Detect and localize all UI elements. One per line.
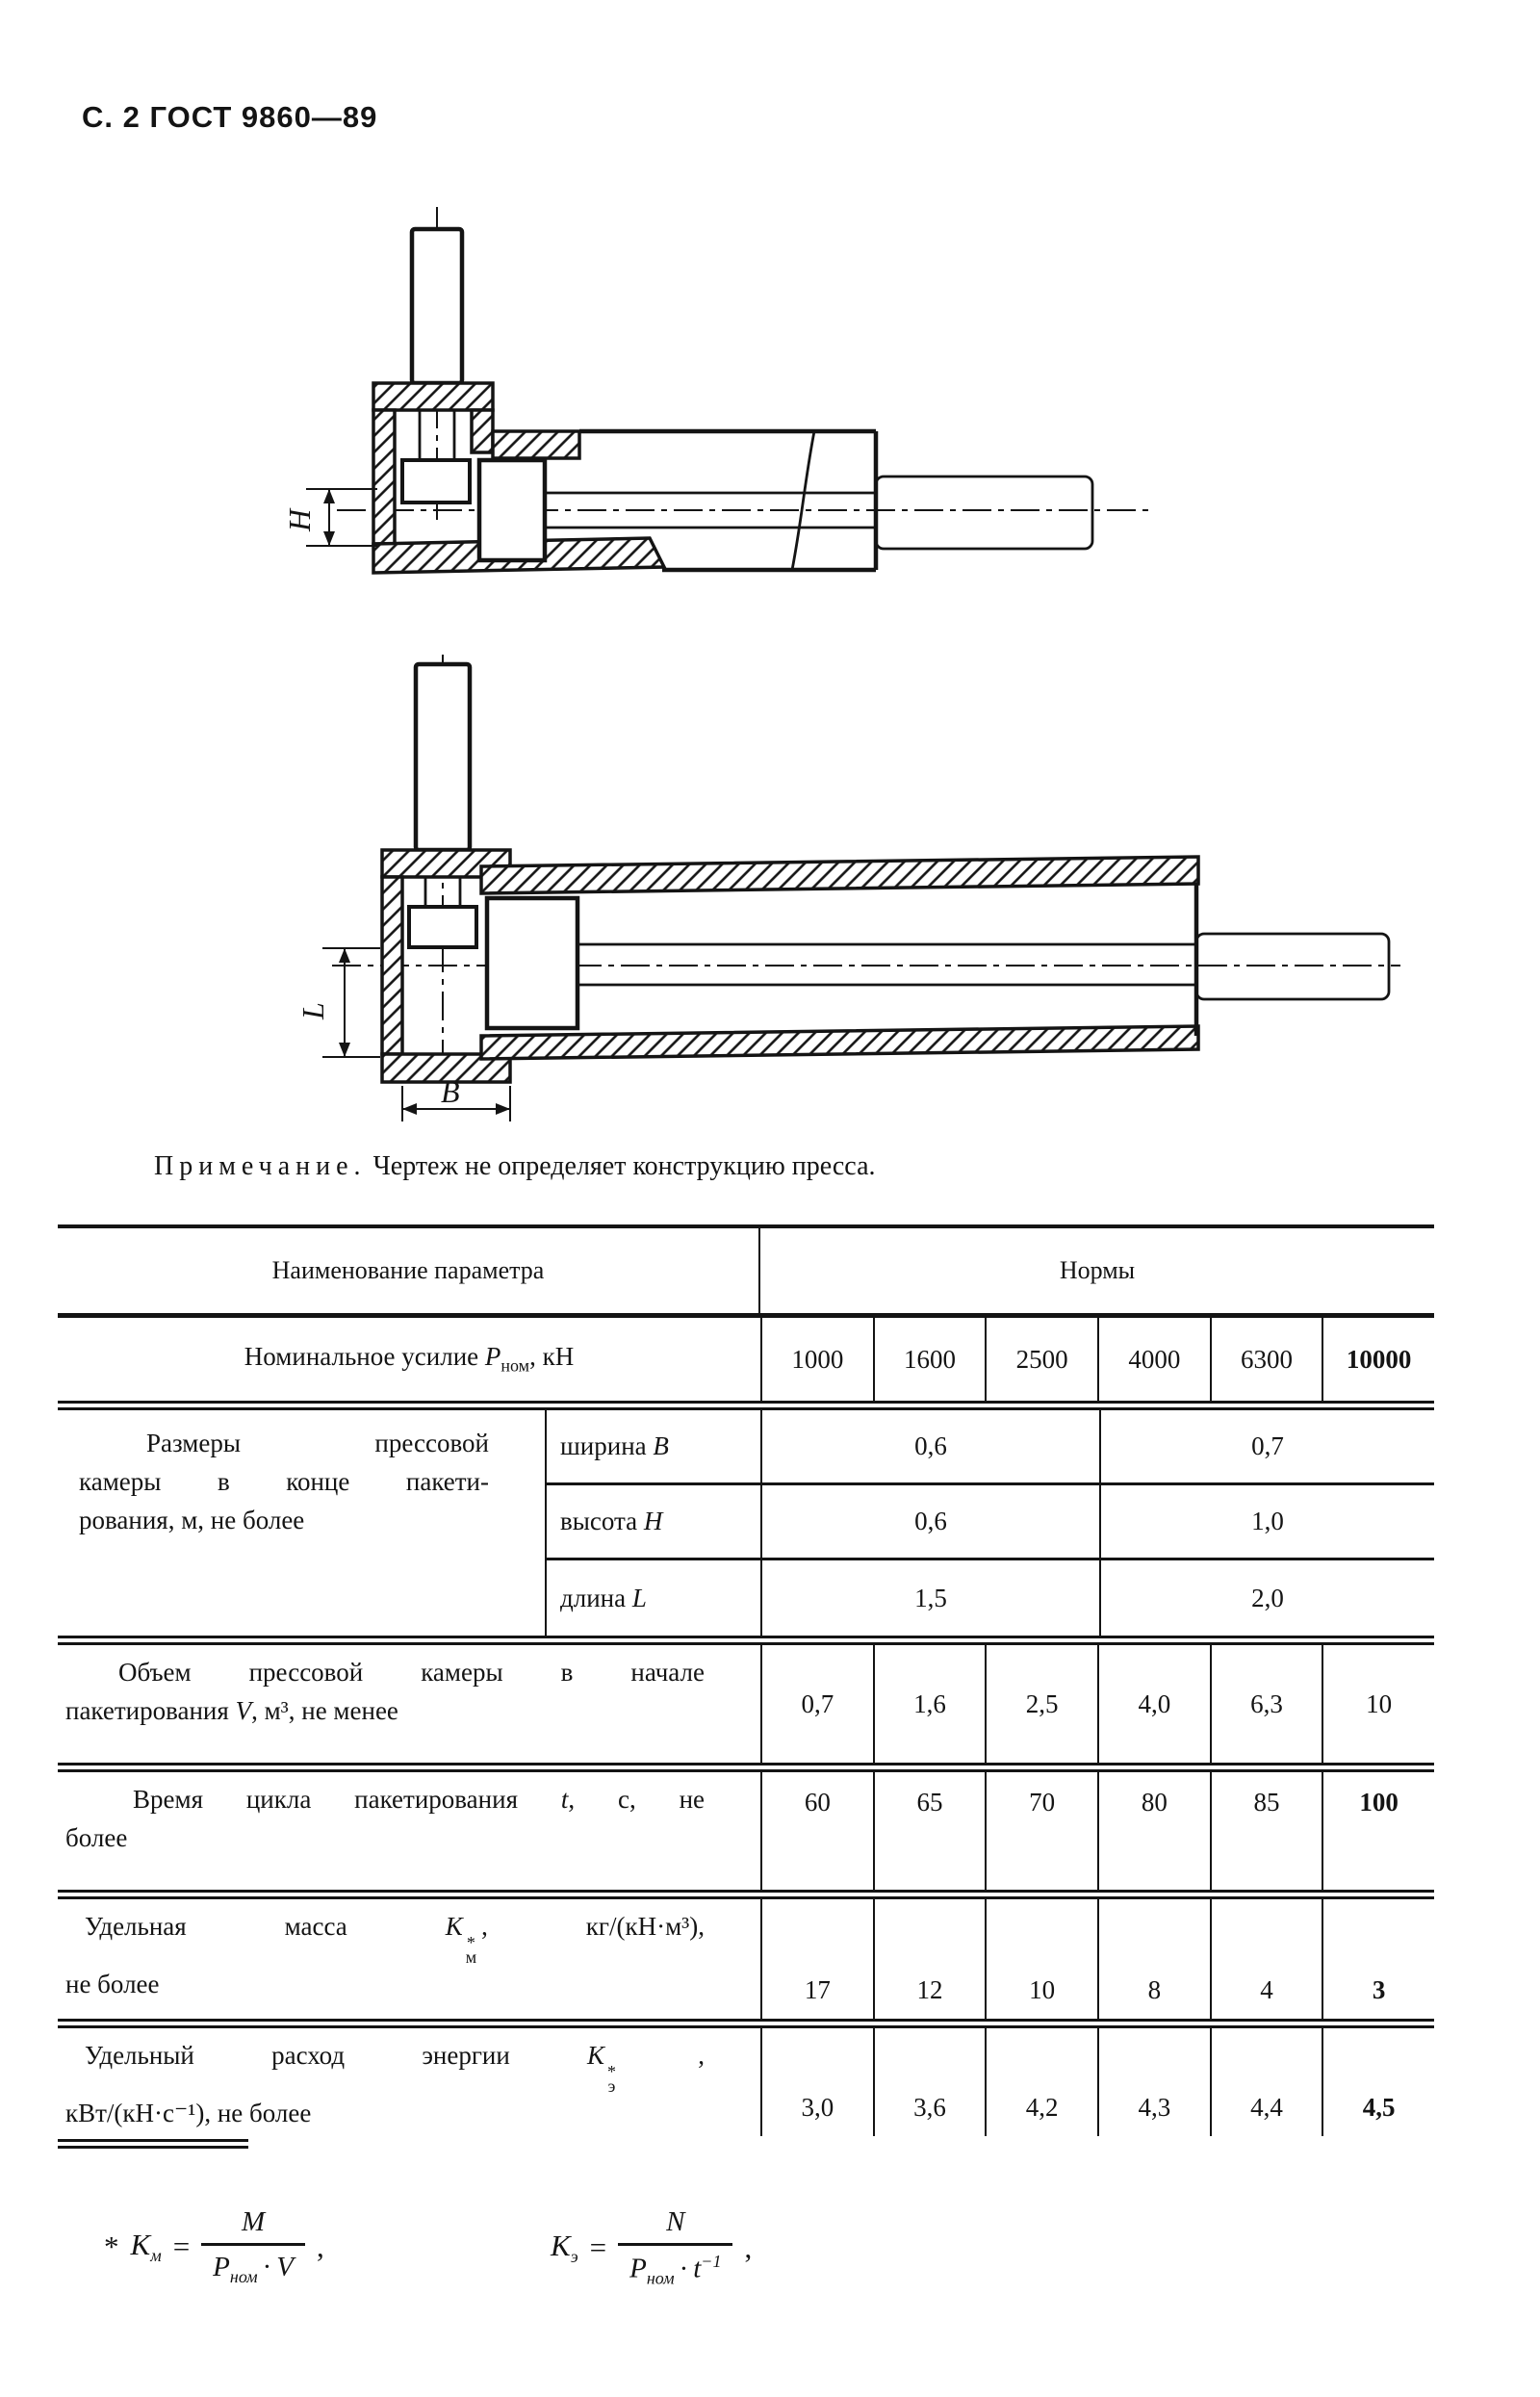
- value-cell: 2500: [985, 1318, 1097, 1401]
- sublabel-width: ширина B: [545, 1410, 760, 1485]
- chamber-walls-hatched: [380, 848, 1200, 1084]
- fraction: N Pном·t−1: [618, 2206, 733, 2288]
- dimension-l: L: [295, 947, 380, 1058]
- dim-h-label: H: [282, 507, 317, 532]
- value-cell: 85: [1209, 1772, 1322, 1890]
- value-cell: 4,4: [1209, 2028, 1322, 2136]
- value-cell: 80: [1096, 1772, 1210, 1890]
- parameters-table: Наименование параметра Нормы Номинальное…: [58, 1224, 1434, 2136]
- size-sublabels: ширина B высота H длина L: [545, 1410, 760, 1636]
- row-cycle-time: Время цикла пакетирования t, с, не более…: [58, 1772, 1434, 1890]
- note-text: Чертеж не определяет конструкцию пресса.: [372, 1151, 876, 1181]
- section-rule: [58, 1890, 1434, 1899]
- value-cell: 1,5: [760, 1560, 1099, 1636]
- value-cell: 3: [1322, 1899, 1434, 2019]
- value-cell: 2,5: [985, 1645, 1097, 1763]
- value-cell: 10000: [1322, 1318, 1434, 1401]
- header-rule: [58, 1313, 1434, 1318]
- row-chamber-volume: Объем прессовой камеры в начале пакетиро…: [58, 1645, 1434, 1763]
- value-cell: 2,0: [1099, 1560, 1434, 1636]
- note-label: Примечание.: [154, 1151, 367, 1181]
- value-cell: 17: [760, 1899, 873, 2019]
- value-cell: 1600: [872, 1318, 986, 1401]
- row-label: Объем прессовой камеры в начале пакетиро…: [65, 1658, 705, 1725]
- value-cell: 65: [872, 1772, 986, 1890]
- value-cell: 10: [1322, 1645, 1434, 1763]
- value-cell: 0,6: [760, 1485, 1099, 1560]
- row-specific-mass: Удельная масса K*м, кг/(кН·м³), не более…: [58, 1899, 1434, 2019]
- value-cell: 70: [985, 1772, 1097, 1890]
- row-label: Номинальное усилие Pном, кН: [244, 1342, 575, 1376]
- dim-b-label: B: [441, 1074, 460, 1109]
- row-label: Удельный расход энергии K*э , кВт/(кН·с⁻…: [65, 2041, 705, 2127]
- chamber-walls-hatched: [372, 381, 667, 575]
- section-rule: [58, 2019, 1434, 2028]
- value-cell: 6,3: [1209, 1645, 1322, 1763]
- note-line: Примечание. Чертеж не определяет констру…: [154, 1151, 876, 1182]
- value-cell: 0,7: [760, 1645, 873, 1763]
- formula-ke: Kэ = N Pном·t−1 ,: [551, 2206, 753, 2288]
- value-cell: 12: [872, 1899, 986, 2019]
- value-cell: 4,0: [1096, 1645, 1210, 1763]
- section-rule: [58, 1636, 1434, 1645]
- press-ram-and-boxes: [407, 895, 1391, 1031]
- asterisk: *: [104, 2229, 119, 2263]
- value-cell: 4,3: [1096, 2028, 1210, 2136]
- formula-km: * Kм = M Pном·V ,: [104, 2206, 324, 2287]
- size-values-right-group: 0,7 1,0 2,0: [1099, 1410, 1434, 1636]
- value-cell: 4,2: [985, 2028, 1097, 2136]
- value-cell: 1,6: [872, 1645, 986, 1763]
- row-label: Размеры прессовой камеры в конце пакети-…: [79, 1429, 489, 1534]
- dim-l-label: L: [295, 1002, 330, 1020]
- press-drawing-plan-view: L B: [295, 655, 1400, 1121]
- table-header-row: Наименование параметра Нормы: [58, 1228, 1434, 1313]
- value-cell: 0,7: [1099, 1410, 1434, 1485]
- press-drawing-side-view: H: [282, 207, 1150, 575]
- press-ram-and-boxes: [400, 457, 874, 563]
- fraction: M Pном·V: [201, 2206, 306, 2287]
- hydraulic-cylinder: [579, 428, 1094, 573]
- col-header-norms: Нормы: [1059, 1256, 1136, 1284]
- value-cell: 0,6: [760, 1410, 1099, 1485]
- col-header-param: Наименование параметра: [58, 1228, 760, 1313]
- value-cell: 8: [1096, 1899, 1210, 2019]
- row-label: Время цикла пакетирования t, с, не более: [65, 1785, 706, 1852]
- section-rule: [58, 1763, 1434, 1772]
- value-cell: 100: [1322, 1772, 1434, 1890]
- value-cell: 60: [760, 1772, 873, 1890]
- value-cell: 6300: [1209, 1318, 1322, 1401]
- row-nominal-force: Номинальное усилие Pном, кН 1000 1600 25…: [58, 1318, 1434, 1401]
- page-header: С. 2 ГОСТ 9860—89: [82, 100, 378, 134]
- row-chamber-sizes: Размеры прессовой камеры в конце пакети-…: [58, 1410, 1434, 1636]
- dimension-h: H: [282, 488, 377, 547]
- footnote-rule: [58, 2139, 248, 2149]
- value-cell: 1000: [760, 1318, 873, 1401]
- value-cell: 4: [1209, 1899, 1322, 2019]
- dimension-b: B: [401, 1074, 511, 1121]
- value-cell: 4,5: [1322, 2028, 1434, 2136]
- section-rule: [58, 1401, 1434, 1410]
- size-values-left-group: 0,6 0,6 1,5: [760, 1410, 1099, 1636]
- value-cell: 3,0: [760, 2028, 873, 2136]
- row-specific-energy: Удельный расход энергии K*э , кВт/(кН·с⁻…: [58, 2028, 1434, 2136]
- value-cell: 4000: [1096, 1318, 1210, 1401]
- sublabel-height: высота H: [545, 1485, 760, 1560]
- value-cell: 1,0: [1099, 1485, 1434, 1560]
- table-top-rule: [58, 1224, 1434, 1228]
- row-label: Удельная масса K*м, кг/(кН·м³), не более: [65, 1912, 705, 1998]
- press-plunger: [409, 226, 465, 460]
- value-cell: 10: [985, 1899, 1097, 2019]
- value-cell: 3,6: [872, 2028, 986, 2136]
- sublabel-length: длина L: [545, 1560, 760, 1636]
